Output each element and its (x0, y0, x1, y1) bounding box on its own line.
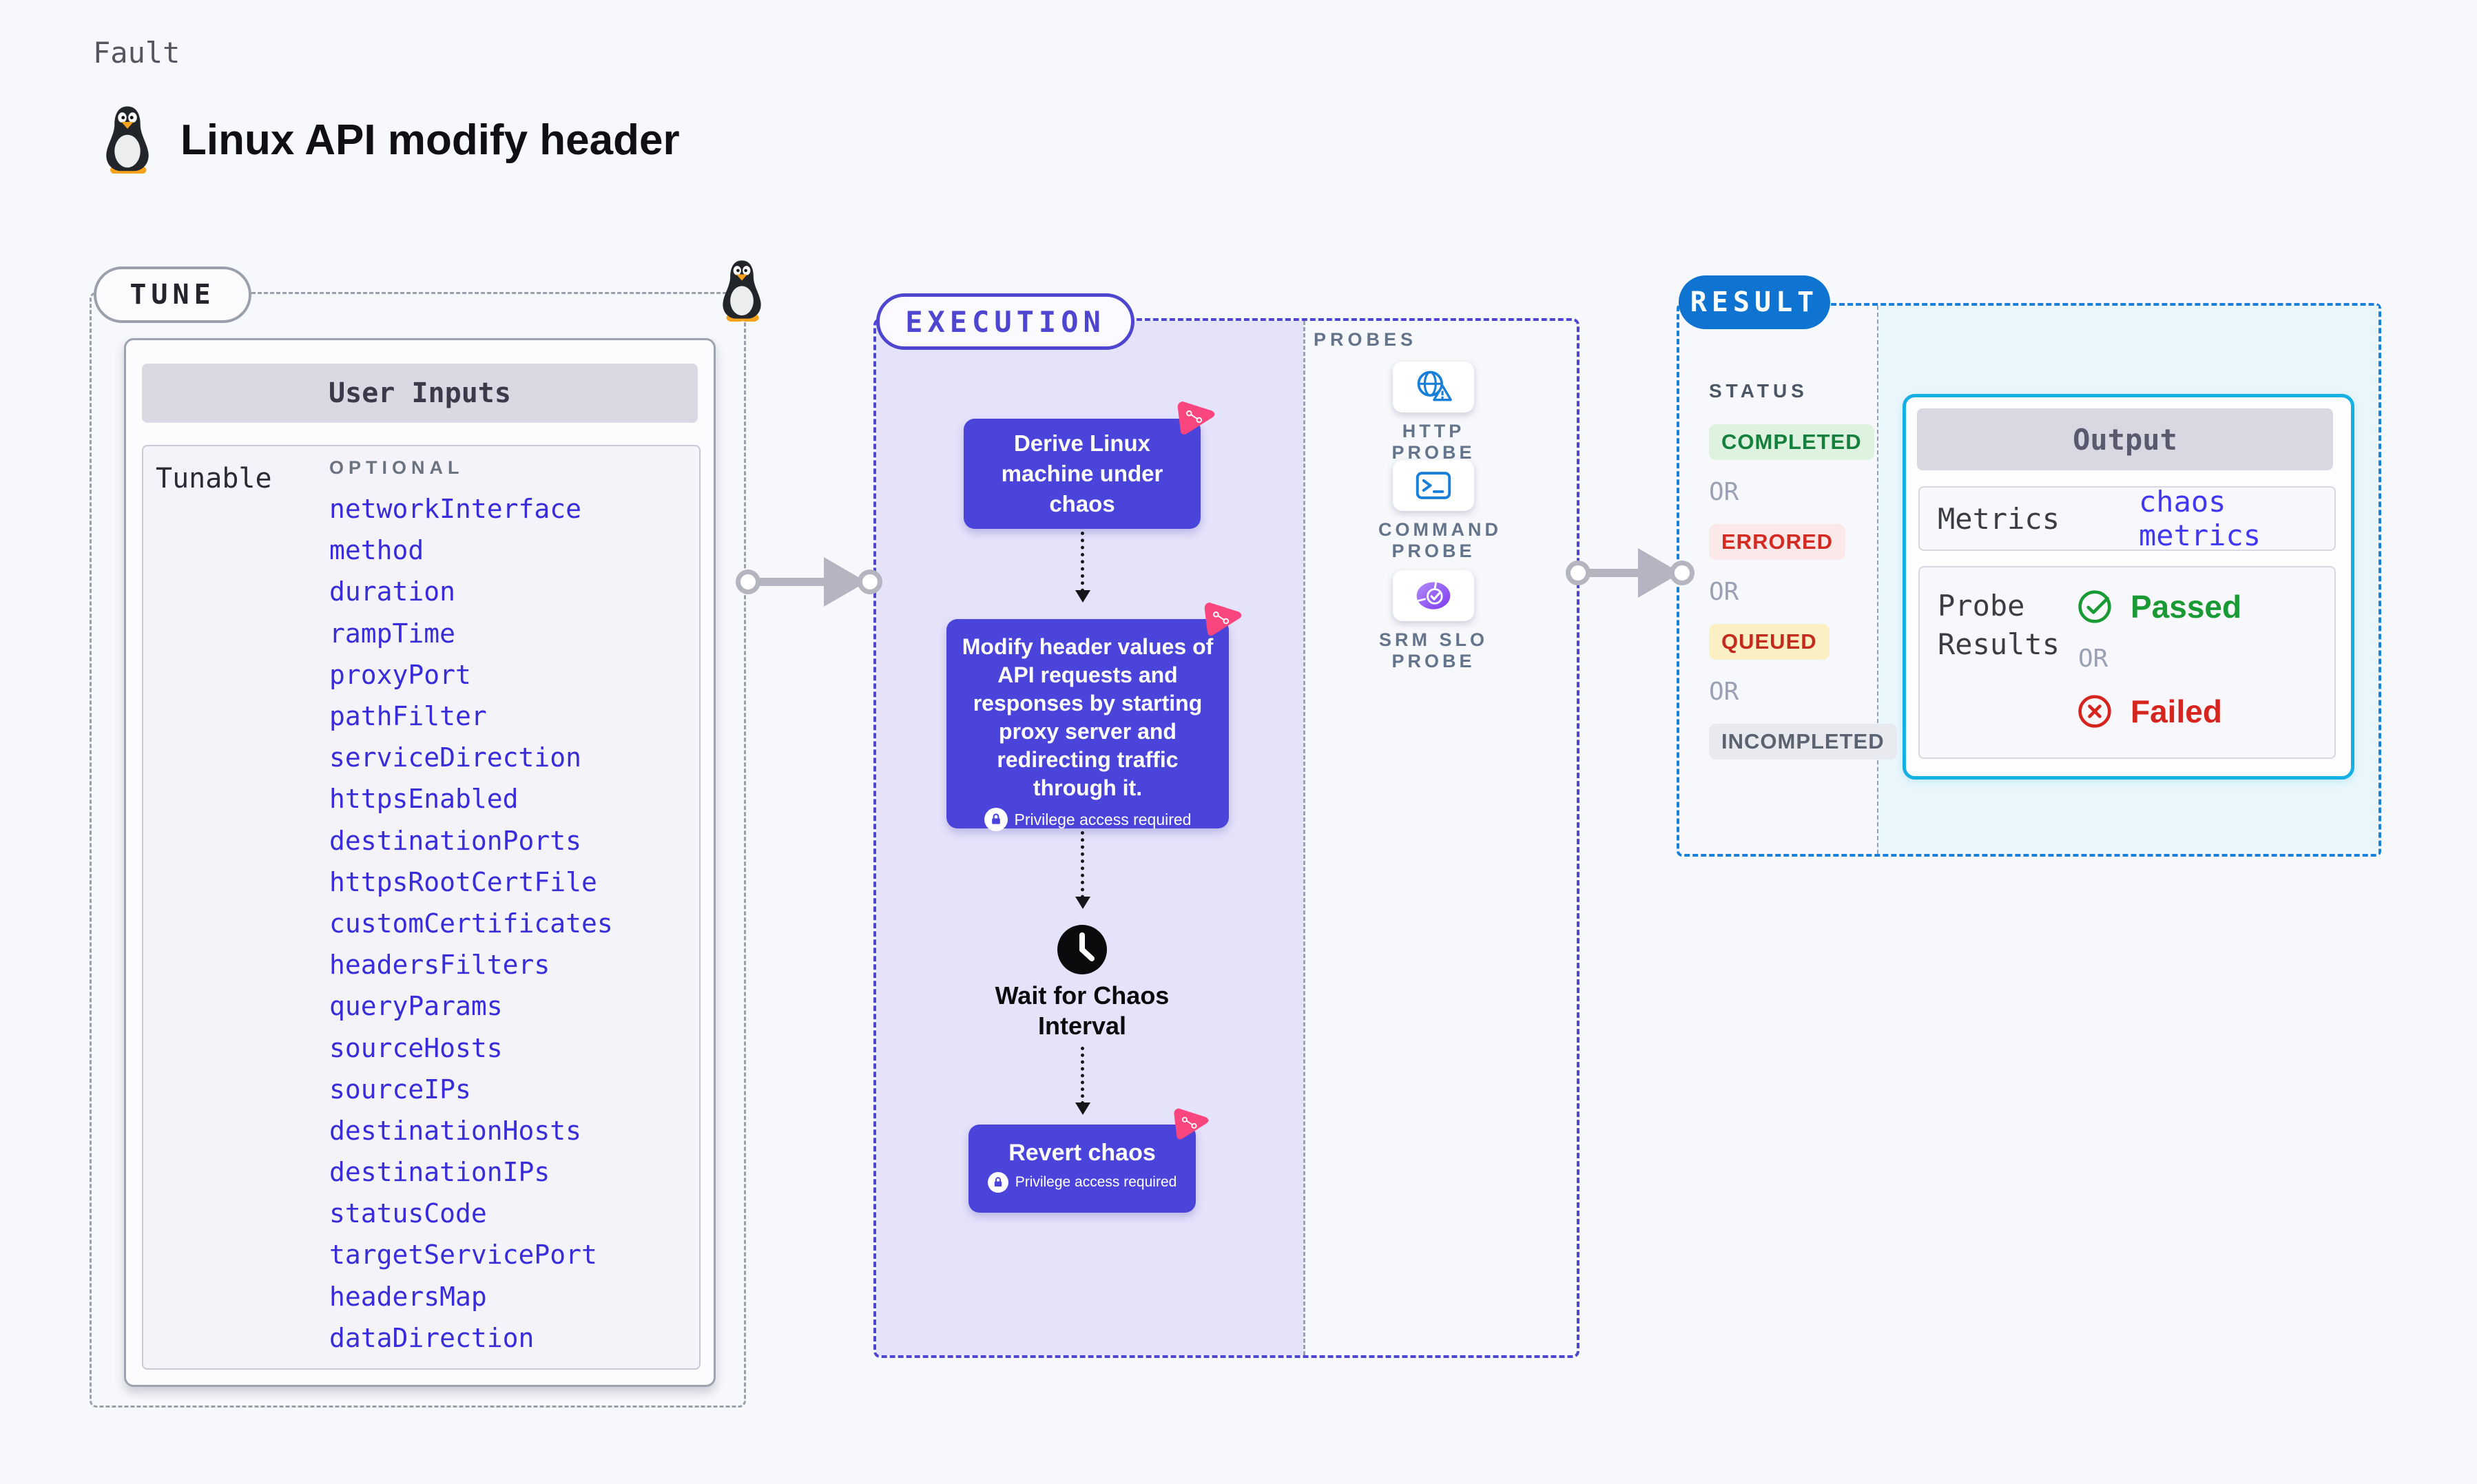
tux-icon (106, 106, 149, 174)
tunable-link[interactable]: proxyPort (329, 659, 471, 690)
flow-arrow-down (1075, 532, 1090, 603)
tune-section (90, 260, 761, 1408)
lock-icon (987, 1172, 1008, 1193)
step-wait-text: Wait for Chaos Interval (995, 981, 1170, 1040)
tunable-link[interactable]: destinationHosts (329, 1115, 582, 1146)
output-title: Output (1917, 408, 2333, 470)
connector-dot-icon (1670, 561, 1694, 585)
step-revert-text: Revert chaos (1008, 1140, 1156, 1166)
slo-donut-icon (1416, 582, 1451, 609)
probe-results-row: Probe Results Passed OR Failed (1918, 566, 2336, 759)
globe-alert-icon (1417, 370, 1452, 401)
probes-label: PROBES (1314, 329, 1418, 350)
user-inputs-panel: User Inputs Tunable OPTIONAL networkInte… (124, 338, 716, 1387)
metrics-row: Metrics chaos metrics (1918, 485, 2336, 552)
tunable-link[interactable]: pathFilter (329, 701, 487, 732)
connector-dot-icon (858, 569, 882, 594)
or-label: OR (1709, 578, 1739, 606)
tunable-link[interactable]: networkInterface (329, 494, 582, 525)
tunable-list: networkInterface method duration rampTim… (329, 488, 613, 1359)
passed-label: Passed (2131, 589, 2242, 625)
arrow-right-icon (747, 578, 825, 586)
status-badge-completed: COMPLETED (1709, 424, 1874, 460)
clock-icon (1057, 925, 1107, 974)
result-divider (1877, 306, 1878, 854)
tunable-link[interactable]: dataDirection (329, 1322, 535, 1353)
flow-arrow-down (1075, 831, 1090, 909)
probe-card-http[interactable] (1393, 362, 1474, 412)
lock-icon (984, 808, 1008, 831)
arrow-right-icon (1577, 569, 1641, 577)
probe-card-command[interactable] (1393, 460, 1474, 511)
connector-dot-icon (1566, 561, 1590, 585)
tunable-link[interactable]: headersFilters (329, 950, 550, 981)
chaos-icon (1174, 1108, 1209, 1140)
tunable-link[interactable]: sourceIPs (329, 1074, 471, 1105)
probe-results-label: Probe Results (1938, 589, 2060, 661)
check-circle-icon (2078, 590, 2111, 623)
tunable-link[interactable]: httpsEnabled (329, 784, 519, 815)
or-label: OR (1709, 478, 1739, 506)
tunable-link[interactable]: headersMap (329, 1281, 487, 1312)
probe-name: HTTP PROBE (1391, 421, 1475, 463)
probe-name: SRM SLO PROBE (1378, 629, 1488, 671)
tunable-link[interactable]: sourceHosts (329, 1032, 503, 1063)
tunables-body (142, 445, 701, 1370)
tunable-link[interactable]: method (329, 535, 424, 566)
fault-kicker: Fault (93, 36, 180, 70)
step-modify-text: Modify header values of API requests and… (962, 634, 1214, 800)
or-label: OR (2078, 645, 2108, 673)
tunable-link[interactable]: statusCode (329, 1198, 487, 1229)
status-label: STATUS (1709, 380, 1808, 401)
tux-icon (723, 260, 761, 322)
probe-srm-slo: SRM SLO PROBE (1378, 570, 1489, 672)
tunable-link[interactable]: customCertificates (329, 908, 613, 939)
tunable-link[interactable]: httpsRootCertFile (329, 866, 597, 897)
probe-command: COMMAND PROBE (1378, 460, 1502, 562)
connector-dot-icon (736, 569, 760, 594)
tunable-link[interactable]: destinationPorts (329, 825, 582, 856)
step-derive-machine: Derive Linux machine under chaos (964, 419, 1201, 529)
probe-name: COMMAND PROBE (1378, 519, 1502, 561)
or-label: OR (1709, 678, 1739, 706)
chaos-metrics-link[interactable]: chaos metrics (2139, 485, 2261, 552)
chaos-icon (1204, 602, 1242, 636)
optional-column-label: OPTIONAL (329, 457, 464, 478)
metrics-label: Metrics (1938, 501, 2060, 536)
passed-result: Passed (2077, 588, 2241, 625)
tunable-row-label: Tunable (156, 463, 272, 494)
failed-label: Failed (2131, 693, 2222, 729)
privilege-note: Privilege access required (1015, 1174, 1177, 1190)
output-panel: Output Metrics chaos metrics Probe Resul… (1903, 394, 2354, 780)
tunable-link[interactable]: targetServicePort (329, 1240, 597, 1271)
step-modify-header: Modify header values of API requests and… (946, 619, 1229, 831)
step-revert-chaos: Revert chaos Privilege access required (968, 1125, 1196, 1213)
chaos-icon (1177, 401, 1215, 435)
status-badge-errored: ERRORED (1709, 524, 1846, 560)
probe-http: HTTP PROBE (1378, 362, 1489, 463)
probe-card-srm-slo[interactable] (1393, 570, 1474, 621)
status-column: STATUS COMPLETED OR ERRORED OR QUEUED OR… (1709, 380, 1897, 760)
user-inputs-title: User Inputs (142, 364, 698, 423)
tune-label-pill: TUNE (94, 267, 251, 323)
x-circle-icon (2078, 695, 2111, 728)
tunable-link[interactable]: destinationIPs (329, 1157, 550, 1188)
failed-result: Failed (2077, 693, 2222, 730)
privilege-note: Privilege access required (1014, 810, 1192, 828)
status-badge-queued: QUEUED (1709, 624, 1830, 660)
execution-label-pill: EXECUTION (876, 293, 1134, 350)
probes-divider (1303, 321, 1305, 1355)
tunable-link[interactable]: queryParams (329, 991, 503, 1022)
step-derive-text: Derive Linux machine under chaos (1001, 430, 1163, 516)
result-label-pill: RESULT (1679, 275, 1830, 329)
tunable-link[interactable]: duration (329, 576, 456, 607)
page-title: Linux API modify header (180, 116, 680, 164)
status-badge-incompleted: INCOMPLETED (1709, 724, 1897, 760)
tunable-link[interactable]: serviceDirection (329, 742, 582, 773)
flow-arrow-down (1075, 1047, 1090, 1115)
tunable-link[interactable]: rampTime (329, 618, 456, 649)
terminal-icon (1416, 472, 1451, 499)
